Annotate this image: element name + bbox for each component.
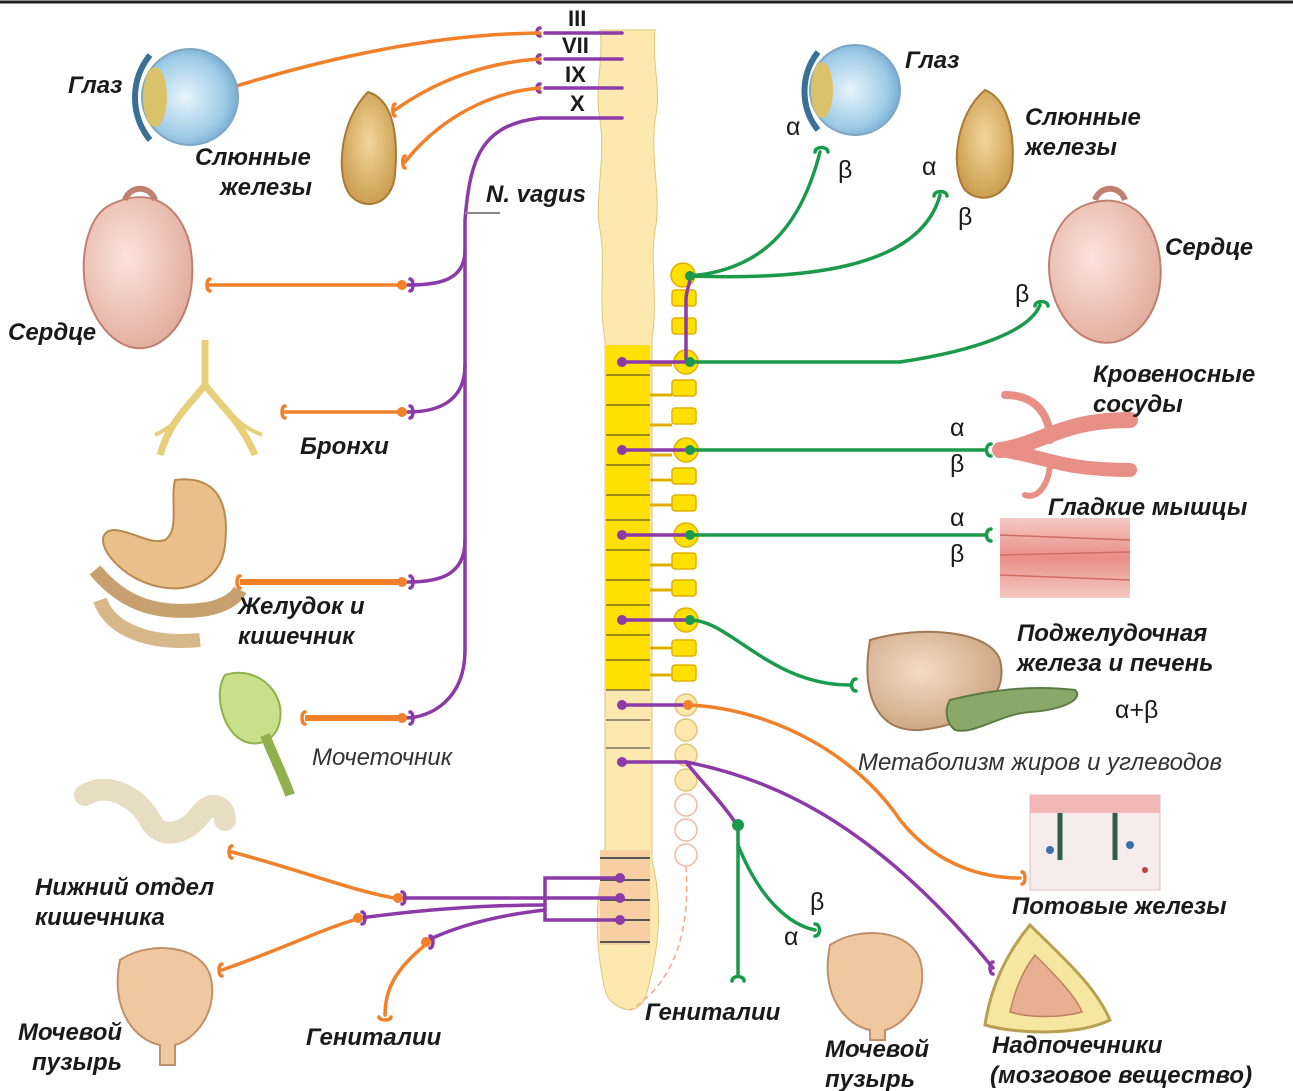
alpha-beta-label: α+β: [1115, 696, 1158, 724]
bladder-right-illustration: [828, 933, 923, 1040]
receptor-beta-bladder: β: [810, 888, 824, 916]
receptor-beta-eye: β: [838, 156, 852, 184]
vessels-label-1: Кровеносные: [1093, 361, 1255, 388]
receptor-alpha-muscle: α: [950, 504, 964, 532]
sacral-parasympathetic-lines: [360, 878, 620, 940]
right-bladder-label-2: пузырь: [825, 1066, 915, 1091]
heart-right-illustration: [1049, 189, 1161, 343]
pancreas-label-2: железа и печень: [1015, 650, 1213, 677]
heart-left-illustration: [84, 189, 193, 348]
receptor-alpha-bladder: α: [784, 923, 798, 951]
vagus-label: N. vagus: [486, 181, 586, 208]
salivary-gland-right-illustration: [957, 90, 1013, 198]
receptor-beta-heart: β: [1015, 280, 1029, 308]
left-eye-label: Глаз: [68, 72, 122, 99]
sympathetic-postganglionic-lines: [690, 152, 1040, 975]
right-salivary-label-1: Слюнные: [1025, 104, 1141, 131]
stomach-label-1: Желудок и: [236, 593, 365, 620]
right-bladder-label-1: Мочевой: [825, 1036, 929, 1063]
eye-right-illustration: [805, 45, 901, 135]
lower-intestine-label-2: кишечника: [35, 904, 165, 931]
cranial-nerve-VII: VII: [562, 33, 589, 58]
adrenal-label-2: (мозговое вещество): [990, 1062, 1252, 1089]
cranial-nerve-IX: IX: [565, 62, 586, 87]
left-heart-label: Сердце: [8, 319, 96, 346]
stomach-intestine-illustration: [95, 479, 240, 641]
bladder-left-illustration: [118, 948, 213, 1065]
metabolism-label: Метаболизм жиров и углеводов: [858, 749, 1222, 776]
receptor-beta-muscle: β: [950, 540, 964, 568]
left-salivary-label-2: железы: [218, 174, 313, 201]
lower-intestine-label-1: Нижний отдел: [35, 874, 214, 901]
bronchi-label: Бронхи: [300, 433, 389, 460]
receptor-alpha-vessels: α: [950, 414, 964, 442]
sweat-gland-label: Потовые железы: [1012, 893, 1227, 920]
eye-left-illustration: [135, 49, 238, 145]
right-genitals-label: Гениталии: [645, 999, 781, 1026]
receptor-alpha-eye: α: [786, 113, 800, 141]
receptor-beta-salivary: β: [958, 203, 972, 231]
cranial-nerve-X: X: [570, 91, 585, 116]
spinal-thoracolumbar-segment: [606, 345, 650, 690]
bronchi-illustration: [155, 340, 262, 455]
adrenal-gland-illustration: [985, 925, 1110, 1032]
receptor-alpha-salivary: α: [922, 153, 936, 181]
ureter-label: Мочеточник: [312, 744, 454, 771]
smooth-muscle-illustration: [1000, 518, 1130, 598]
salivary-gland-left-illustration: [342, 92, 396, 204]
lower-intestine-illustration: [85, 790, 225, 833]
adrenal-label-1: Надпочечники: [992, 1032, 1163, 1059]
vessels-label-2: сосуды: [1093, 391, 1183, 418]
left-bladder-label-1: Мочевой: [18, 1019, 122, 1046]
cranial-nerve-III: III: [568, 6, 586, 31]
pancreas-label-1: Поджелудочная: [1017, 620, 1207, 647]
left-salivary-label-1: Слюнные: [195, 144, 311, 171]
ureter-kidney-illustration: [220, 673, 290, 795]
right-salivary-label-2: железы: [1023, 134, 1118, 161]
right-heart-label: Сердце: [1165, 234, 1253, 261]
skin-sweat-gland-illustration: [1030, 795, 1160, 890]
receptor-beta-vessels: β: [950, 450, 964, 478]
left-bladder-label-2: пузырь: [32, 1049, 122, 1076]
stomach-label-2: кишечник: [238, 623, 356, 650]
right-eye-label: Глаз: [905, 47, 959, 74]
smooth-muscle-label: Гладкие мышцы: [1048, 494, 1248, 521]
left-genitals-label: Гениталии: [306, 1024, 442, 1051]
vagus-nerve: [405, 118, 540, 718]
